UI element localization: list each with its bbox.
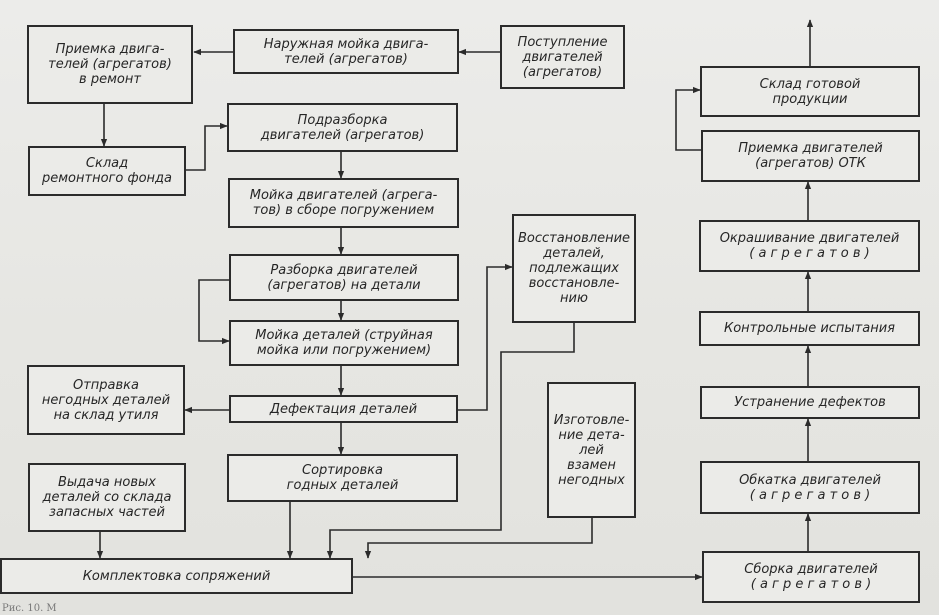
box-komplektovka: Комплектовка сопряжений bbox=[0, 558, 353, 594]
box-podrazborka-label: Подразборка двигателей (агрегатов) bbox=[260, 112, 425, 143]
arrow-izgotovlenie-to-komplektovka bbox=[364, 518, 593, 559]
box-sortirovka: Сортировка годных деталей bbox=[227, 454, 458, 502]
box-kontrolnye-ispytaniya-label: Контрольные испытания bbox=[724, 321, 895, 336]
box-naruzhnaya-moika: Наружная мойка двига- телей (агрегатов) bbox=[233, 29, 459, 74]
box-otpravka-utilya-label: Отправка негодных деталей на склад утиля bbox=[41, 377, 171, 423]
box-okrashivanie-label: Окрашивание двигателей ( а г р е г а т о… bbox=[719, 231, 900, 261]
box-ustranenie-defektov: Устранение дефектов bbox=[700, 386, 920, 419]
box-izgotovlenie: Изготовле- ние дета- лей взамен негодных bbox=[547, 382, 636, 518]
box-moika-v-sbore: Мойка двигателей (агрега- тов) в сборе п… bbox=[228, 178, 459, 228]
box-postuplenie-label: Поступление двигателей (агрегатов) bbox=[517, 34, 608, 80]
arrow-defektaciya-to-vosstanovlenie bbox=[458, 263, 513, 411]
arrow-vosstanovlenie-to-komplektovka bbox=[326, 323, 575, 559]
box-izgotovlenie-label: Изготовле- ние дета- лей взамен негодных bbox=[553, 412, 630, 488]
box-vosstanovlenie-label: Восстановление деталей, подлежащих восст… bbox=[517, 231, 631, 306]
box-sborka: Сборка двигателей ( а г р е г а т о в ) bbox=[702, 551, 920, 603]
box-otpravka-utilya: Отправка негодных деталей на склад утиля bbox=[27, 365, 185, 435]
box-razborka-na-detali: Разборка двигателей (агрегатов) на детал… bbox=[229, 254, 459, 301]
box-komplektovka-label: Комплектовка сопряжений bbox=[82, 568, 271, 584]
box-vydacha-novyh-detalei-label: Выдача новых деталей со склада запасных … bbox=[42, 475, 172, 520]
box-sklad-remontnogo-fonda: Склад ремонтного фонда bbox=[28, 146, 186, 196]
box-podrazborka: Подразборка двигателей (агрегатов) bbox=[227, 103, 458, 152]
box-sklad-remontnogo-fonda-label: Склад ремонтного фонда bbox=[42, 156, 172, 186]
arrow-sklad-to-podrazborka bbox=[186, 122, 228, 171]
box-vosstanovlenie: Восстановление деталей, подлежащих восст… bbox=[512, 214, 636, 323]
box-obkatka-label: Обкатка двигателей ( а г р е г а т о в ) bbox=[739, 472, 881, 503]
box-priemka-otk-label: Приемка двигателей (агрегатов) ОТК bbox=[738, 141, 883, 171]
box-defektaciya: Дефектация деталей bbox=[229, 395, 458, 423]
box-postuplenie: Поступление двигателей (агрегатов) bbox=[500, 25, 625, 89]
box-naruzhnaya-moika-label: Наружная мойка двига- телей (агрегатов) bbox=[263, 36, 429, 67]
arrow-razborka-bypass bbox=[198, 279, 230, 345]
box-kontrolnye-ispytaniya: Контрольные испытания bbox=[699, 311, 920, 346]
box-priemka-v-remont: Приемка двига- телей (агрегатов) в ремон… bbox=[27, 25, 193, 104]
arrow-priemka-otk-to-sklad bbox=[675, 86, 701, 151]
figure-caption: Рис. 10. М bbox=[2, 603, 57, 614]
box-razborka-na-detali-label: Разборка двигателей (агрегатов) на детал… bbox=[267, 262, 421, 293]
box-moika-detalei: Мойка деталей (струйная мойка или погруж… bbox=[229, 320, 459, 366]
box-sklad-gotovoi-produkcii: Склад готовой продукции bbox=[700, 66, 920, 117]
box-priemka-v-remont-label: Приемка двига- телей (агрегатов) в ремон… bbox=[48, 42, 172, 87]
box-moika-v-sbore-label: Мойка двигателей (агрега- тов) в сборе п… bbox=[249, 188, 438, 218]
box-moika-detalei-label: Мойка деталей (струйная мойка или погруж… bbox=[255, 328, 433, 358]
box-obkatka: Обкатка двигателей ( а г р е г а т о в ) bbox=[700, 461, 920, 514]
box-sklad-gotovoi-produkcii-label: Склад готовой продукции bbox=[759, 76, 861, 107]
box-priemka-otk: Приемка двигателей (агрегатов) ОТК bbox=[701, 130, 920, 182]
box-okrashivanie: Окрашивание двигателей ( а г р е г а т о… bbox=[699, 220, 920, 272]
box-sborka-label: Сборка двигателей ( а г р е г а т о в ) bbox=[744, 562, 878, 592]
box-defektaciya-label: Дефектация деталей bbox=[269, 401, 418, 417]
box-ustranenie-defektov-label: Устранение дефектов bbox=[734, 395, 886, 410]
box-vydacha-novyh-detalei: Выдача новых деталей со склада запасных … bbox=[28, 463, 186, 532]
box-sortirovka-label: Сортировка годных деталей bbox=[286, 463, 399, 493]
